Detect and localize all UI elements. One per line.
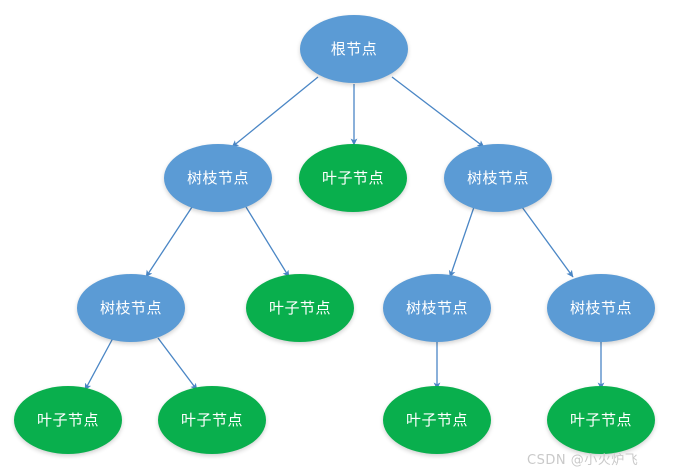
tree-node-branch-n4[interactable]: 树枝节点 <box>77 274 185 342</box>
tree-node-label: 叶子节点 <box>36 410 99 429</box>
tree-node-leaf-n8[interactable]: 叶子节点 <box>14 386 122 454</box>
tree-node-leaf-n5[interactable]: 叶子节点 <box>246 274 354 342</box>
tree-node-leaf-n9[interactable]: 叶子节点 <box>158 386 266 454</box>
tree-node-label: 叶子节点 <box>321 168 384 187</box>
edge-n4-n9 <box>157 337 198 391</box>
tree-node-label: 叶子节点 <box>405 410 468 429</box>
tree-node-label: 树枝节点 <box>186 168 249 187</box>
tree-node-branch-n7[interactable]: 树枝节点 <box>547 274 655 342</box>
tree-node-label: 树枝节点 <box>466 168 529 187</box>
tree-node-label: 树枝节点 <box>405 298 468 317</box>
tree-node-label: 叶子节点 <box>569 410 632 429</box>
tree-node-leaf-n11[interactable]: 叶子节点 <box>547 386 655 454</box>
tree-node-branch-n3[interactable]: 树枝节点 <box>444 144 552 212</box>
edge-n1-n4 <box>145 206 193 278</box>
tree-node-label: 树枝节点 <box>99 298 162 317</box>
edge-n1-n5 <box>245 206 290 278</box>
tree-node-leaf-n10[interactable]: 叶子节点 <box>383 386 491 454</box>
tree-node-leaf-n2[interactable]: 叶子节点 <box>299 144 407 212</box>
edge-n3-n7 <box>521 206 574 278</box>
tree-node-label: 树枝节点 <box>569 298 632 317</box>
tree-node-branch-n6[interactable]: 树枝节点 <box>383 274 491 342</box>
edges-group <box>84 76 605 391</box>
edge-n0-n1 <box>231 76 319 148</box>
tree-node-branch-n0[interactable]: 根节点 <box>300 15 408 83</box>
tree-node-label: 叶子节点 <box>268 298 331 317</box>
edge-n4-n8 <box>84 337 114 391</box>
tree-node-branch-n1[interactable]: 树枝节点 <box>164 144 272 212</box>
edge-n0-n3 <box>391 76 485 148</box>
csdn-watermark: CSDN @小火炉飞 <box>527 453 639 468</box>
edge-n3-n6 <box>448 206 475 278</box>
tree-node-label: 叶子节点 <box>180 410 243 429</box>
tree-node-label: 根节点 <box>330 39 378 58</box>
